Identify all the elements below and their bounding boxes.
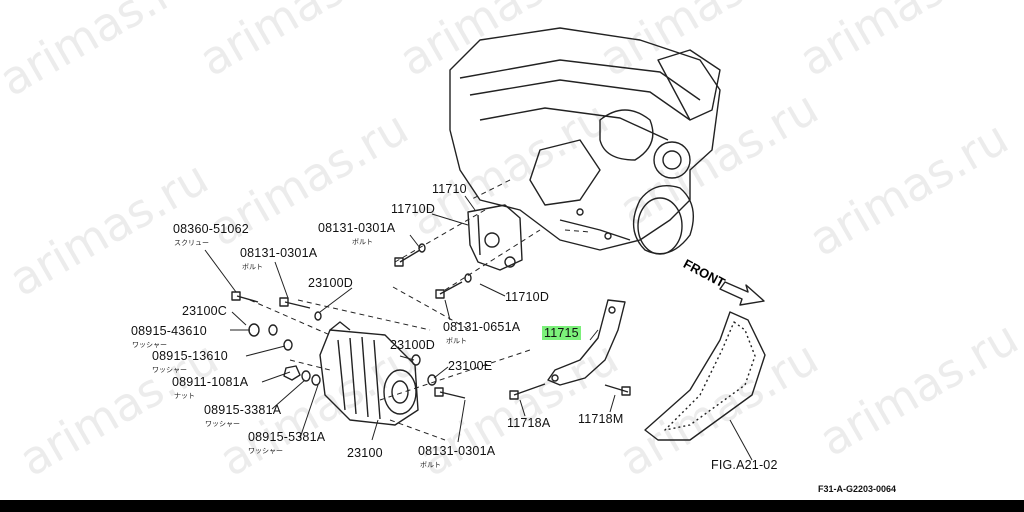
part-label-23100d: 23100D xyxy=(390,338,435,352)
drawing-code: F31-A-G2203-0064 xyxy=(818,484,897,494)
part-label-08915-43610: 08915-43610 xyxy=(131,324,207,338)
bolt-drawings xyxy=(231,249,631,400)
adjust-bar-11715-drawing xyxy=(547,299,626,386)
part-label-11710d: 11710D xyxy=(505,290,550,304)
part-label-08131-0301a: 08131-0301A xyxy=(240,246,318,260)
part-label-23100: 23100 xyxy=(347,446,383,460)
part-note: ワッシャー xyxy=(152,366,187,374)
part-note: ワッシャー xyxy=(132,341,167,349)
front-arrow-icon xyxy=(719,281,765,306)
part-label-11715-highlighted[interactable]: 11715 xyxy=(542,326,581,340)
part-label-23100c: 23100C xyxy=(182,304,227,318)
part-label-11710d: 11710D xyxy=(391,202,436,216)
part-note: ワッシャー xyxy=(248,447,283,455)
part-label-08915-13610: 08915-13610 xyxy=(152,349,228,363)
part-note: スクリュー xyxy=(174,239,209,247)
bottom-bar xyxy=(0,500,1024,512)
part-label-08360-51062: 08360-51062 xyxy=(173,222,249,236)
figure-reference: FIG.A21-02 xyxy=(711,458,778,472)
bracket-11710-drawing xyxy=(467,204,523,271)
part-label-08131-0301a: 08131-0301A xyxy=(318,221,396,235)
part-label-08911-1081a: 08911-1081A xyxy=(172,375,249,389)
part-label-08131-0301a: 08131-0301A xyxy=(418,444,496,458)
part-label-08131-0651a: 08131-0651A xyxy=(443,320,521,334)
washer-drawings xyxy=(248,243,472,386)
alternator-drawing xyxy=(319,321,419,426)
part-label-11718a: 11718A xyxy=(507,416,551,430)
drive-belt-drawing xyxy=(644,311,766,441)
part-note: ワッシャー xyxy=(205,420,240,428)
part-note: ボルト xyxy=(352,238,373,246)
part-label-08915-3381a: 08915-3381A xyxy=(204,403,282,417)
part-label-23100e: 23100E xyxy=(448,359,493,373)
engine-block-drawing xyxy=(449,27,721,255)
part-label-23100d: 23100D xyxy=(308,276,353,290)
part-note: ナット xyxy=(174,392,195,400)
part-label-08915-5381a: 08915-5381A xyxy=(248,430,326,444)
part-note: ボルト xyxy=(420,461,441,469)
part-note: ボルト xyxy=(446,337,467,345)
part-note: ボルト xyxy=(242,263,263,271)
part-label-11710: 11710 xyxy=(432,182,467,196)
part-label-11718m: 11718M xyxy=(578,412,624,426)
